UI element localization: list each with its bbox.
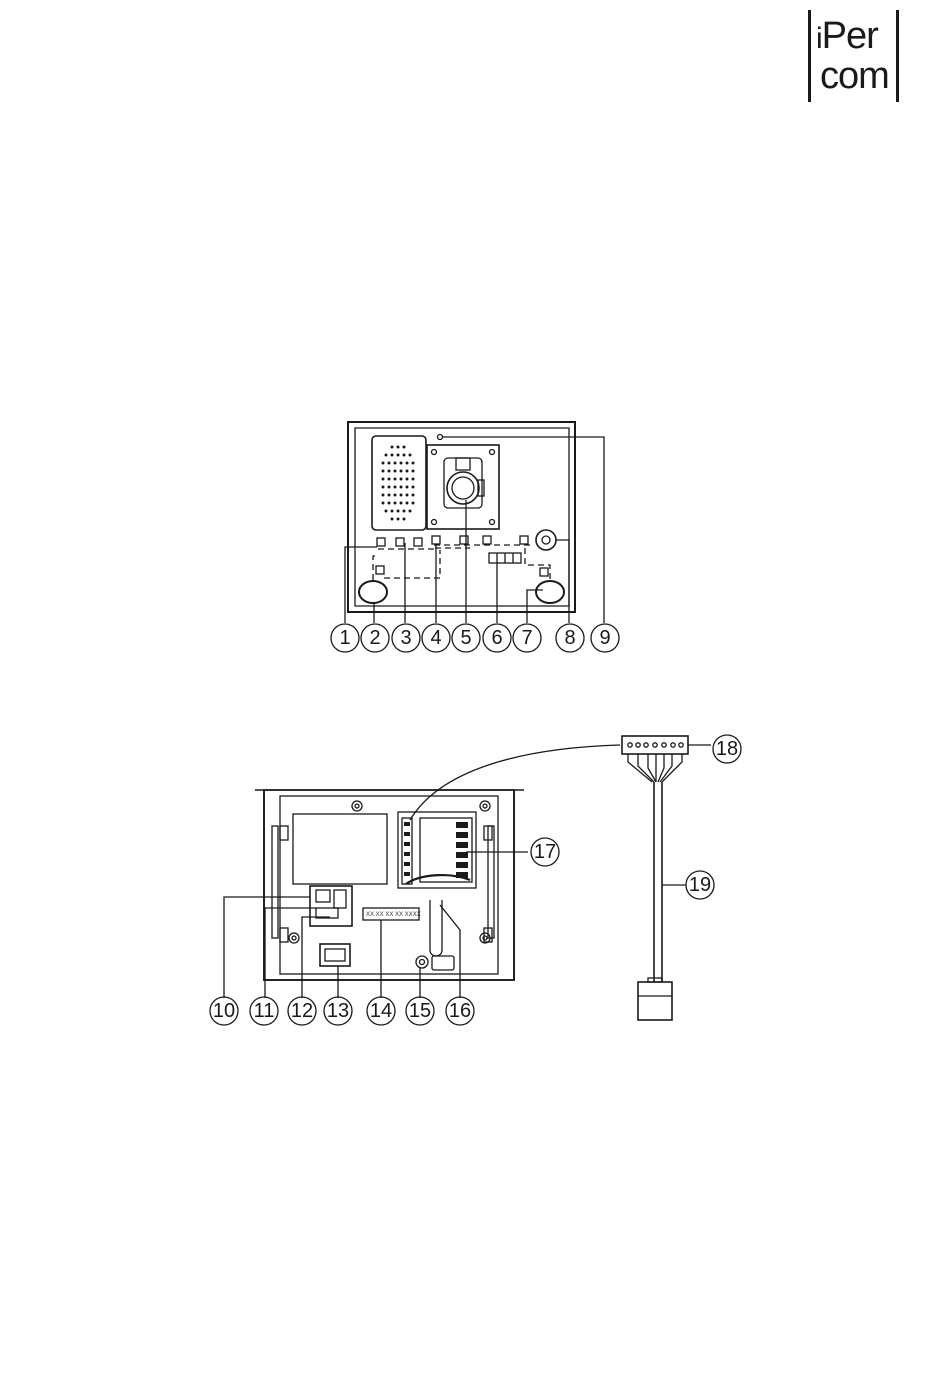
callout-2: 2: [369, 627, 380, 649]
cable-wire: [654, 782, 662, 982]
back-panel: [255, 790, 524, 980]
callout-17: 17: [534, 841, 556, 863]
cable-connector-bottom: [638, 982, 672, 1020]
callout-16: 16: [449, 1000, 471, 1022]
callout-19: 19: [689, 874, 711, 896]
right-button: [536, 581, 564, 603]
back-callout-circles: [210, 838, 559, 1025]
callout-4: 4: [430, 627, 441, 649]
callout-10: 10: [213, 1000, 235, 1022]
callout-11: 11: [254, 1000, 275, 1022]
callout-15: 15: [409, 1000, 431, 1022]
callout-1: 1: [339, 627, 350, 649]
callout-5: 5: [460, 627, 471, 649]
callout-6: 6: [491, 627, 502, 649]
left-button: [359, 581, 387, 603]
speaker-holes: [382, 446, 415, 521]
serial-label-text: XX XX XX XX XXXX: [366, 912, 421, 918]
callout-18: 18: [716, 738, 738, 760]
callout-14: 14: [370, 1000, 392, 1022]
callout-13: 13: [327, 1000, 349, 1022]
adjust-knob: [536, 530, 556, 550]
led-indicator: [438, 435, 443, 440]
callout-12: 12: [291, 1000, 313, 1022]
front-panel: [345, 422, 604, 623]
callout-8: 8: [564, 627, 575, 649]
callout-3: 3: [400, 627, 411, 649]
speaker-grille: [372, 436, 426, 530]
callout-7: 7: [521, 627, 532, 649]
back-knob: [416, 956, 428, 968]
callout-9: 9: [599, 627, 610, 649]
